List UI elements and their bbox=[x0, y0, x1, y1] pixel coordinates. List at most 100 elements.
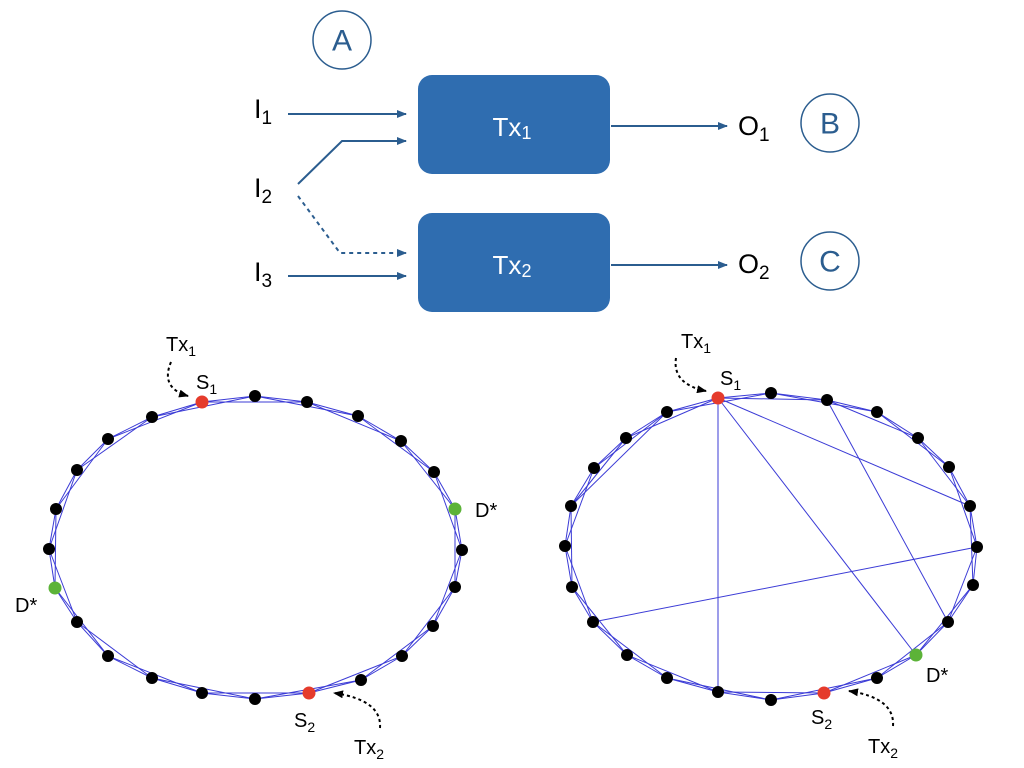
left-destination-node bbox=[448, 502, 462, 516]
left-node-node bbox=[456, 544, 468, 556]
right-ring-edge bbox=[570, 411, 668, 507]
right-ring-edge bbox=[717, 691, 772, 701]
tx2-block-label: Tx2 bbox=[493, 250, 532, 281]
right-ring-edge bbox=[917, 437, 950, 468]
left-ring-edge bbox=[151, 401, 203, 418]
left-node-node bbox=[301, 396, 313, 408]
right-annotation-tx2: Tx2 bbox=[868, 736, 898, 761]
right-ring-edge bbox=[972, 546, 978, 586]
right-ring-edge bbox=[564, 545, 594, 623]
left-ring-edge bbox=[55, 438, 109, 510]
right-node-node bbox=[942, 616, 954, 628]
left-ring-edge bbox=[48, 469, 78, 550]
right-ring-edge bbox=[666, 397, 719, 413]
left-node-node bbox=[43, 543, 55, 555]
left-ring-edge bbox=[107, 416, 153, 440]
left-annotation-tx2: Tx2 bbox=[354, 737, 384, 762]
left-ring-edge bbox=[254, 395, 308, 403]
left-ring-edge bbox=[357, 415, 402, 442]
right-node-node bbox=[661, 406, 673, 418]
left-node-node bbox=[249, 390, 261, 402]
left-ring-edge bbox=[76, 416, 153, 471]
panel-badge-a-circle bbox=[312, 10, 372, 70]
left-annotation-arrow-tx1 bbox=[166, 361, 189, 398]
left-node-node bbox=[396, 650, 408, 662]
right-ring-edge bbox=[947, 584, 974, 623]
right-ring-edge bbox=[564, 505, 572, 547]
right-destination-label-1: D* bbox=[926, 665, 948, 687]
panel-badge-b: B bbox=[800, 93, 860, 153]
left-ring-edge bbox=[401, 625, 434, 657]
left-source-label-1: S1 bbox=[196, 372, 217, 397]
arrow-i2-to-tx1 bbox=[297, 137, 407, 185]
panel-badge-c-circle bbox=[800, 231, 860, 291]
left-node-node bbox=[102, 433, 114, 445]
right-ring-edge bbox=[969, 505, 978, 548]
right-ring-edge bbox=[593, 437, 627, 469]
left-ring-edge bbox=[151, 677, 203, 694]
right-ring-edge bbox=[948, 466, 978, 548]
right-annotation-arrow-tx1 bbox=[674, 357, 707, 394]
right-ring-edge bbox=[626, 654, 668, 679]
right-node-node bbox=[565, 500, 577, 512]
tx1-block: Tx1 bbox=[418, 75, 610, 174]
right-ring-edge bbox=[666, 677, 719, 693]
left-node-node bbox=[71, 616, 83, 628]
left-annotation-arrow-tx2 bbox=[333, 690, 382, 729]
right-node-node bbox=[765, 387, 777, 399]
left-node-node bbox=[71, 464, 83, 476]
left-destination-node bbox=[48, 581, 62, 595]
right-node-node bbox=[621, 649, 633, 661]
right-ring-edge bbox=[570, 467, 595, 507]
right-ring-edge bbox=[717, 397, 917, 656]
left-node-node bbox=[428, 466, 440, 478]
right-ring-edge bbox=[592, 546, 978, 623]
right-node-node bbox=[587, 616, 599, 628]
right-node-node bbox=[971, 541, 983, 553]
left-ring-edge bbox=[254, 692, 310, 700]
right-node-node bbox=[964, 500, 976, 512]
right-ring-edge bbox=[915, 621, 949, 656]
left-destination-label-2: D* bbox=[15, 595, 37, 617]
right-source-node bbox=[711, 391, 725, 405]
arrow-i2-to-tx2-dashed bbox=[297, 195, 407, 257]
left-ring-edge bbox=[306, 401, 359, 417]
left-ring-edge bbox=[432, 586, 456, 627]
right-node-node bbox=[871, 406, 883, 418]
right-ring-edge bbox=[570, 437, 627, 507]
panel-letter-b: B bbox=[820, 108, 840, 141]
tx1-block-label: Tx1 bbox=[493, 112, 532, 143]
left-node-node bbox=[352, 410, 364, 422]
left-ring-edge bbox=[54, 508, 57, 589]
tx2-sub: 2 bbox=[521, 261, 531, 281]
left-node-node bbox=[427, 620, 439, 632]
panel-badge-c: C bbox=[800, 231, 860, 291]
right-ring-edge bbox=[717, 397, 971, 507]
left-ring-edge bbox=[308, 679, 362, 694]
left-ring-edge bbox=[48, 548, 56, 589]
left-ring-edge bbox=[107, 655, 153, 679]
right-ring-edge bbox=[571, 586, 594, 623]
left-node-node bbox=[449, 581, 461, 593]
left-source-label-2: S2 bbox=[294, 710, 315, 735]
right-ring-edge bbox=[948, 466, 971, 507]
tx1-base: Tx bbox=[493, 112, 522, 142]
right-source-label-2: S2 bbox=[811, 707, 832, 732]
right-ring-edge bbox=[717, 392, 772, 399]
right-ring-edge bbox=[823, 654, 917, 694]
left-ring-graph: S1 S2 Tx1 Tx2 D* D* bbox=[15, 334, 497, 762]
right-ring-edge bbox=[823, 677, 878, 694]
left-ring-edge bbox=[360, 655, 403, 681]
right-node-node bbox=[559, 540, 571, 552]
left-ring-edge bbox=[432, 549, 463, 627]
panel-letter-a: A bbox=[332, 25, 352, 58]
left-ring-edge bbox=[76, 438, 109, 471]
right-ring-graph: S1 S2 Tx1 Tx2 D* bbox=[559, 331, 983, 761]
right-node-node bbox=[871, 672, 883, 684]
output-label-1: O1 bbox=[738, 111, 770, 146]
left-ring-edge bbox=[433, 471, 463, 551]
left-source-node bbox=[195, 395, 209, 409]
left-ring-edge bbox=[308, 655, 403, 694]
tx1-sub: 1 bbox=[521, 123, 531, 143]
right-node-node bbox=[620, 432, 632, 444]
